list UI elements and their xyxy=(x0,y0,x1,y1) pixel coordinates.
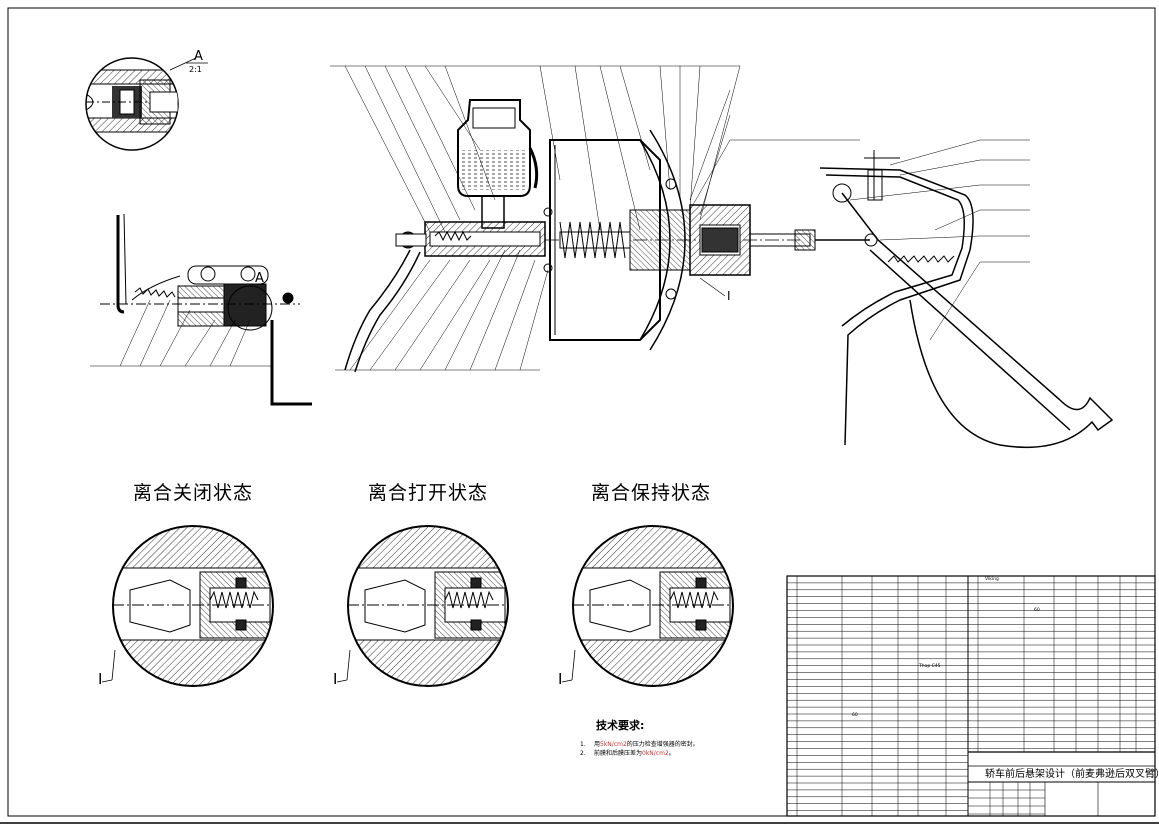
title-block-cell-c45: Thap C45 xyxy=(918,663,941,669)
svg-text:I: I xyxy=(333,670,337,688)
svg-text:I: I xyxy=(98,670,102,688)
state-title-open: 离合打开状态 xyxy=(368,482,489,504)
state-title-hold: 离合保持状态 xyxy=(591,482,712,504)
tech-requirement-1-num: 1. xyxy=(580,741,586,748)
title-block-cell-60a: 60 xyxy=(852,712,858,718)
tech-requirements-heading: 技术要求: xyxy=(596,719,645,732)
state-view-open: I xyxy=(333,525,509,688)
title-block-cell-60b: 60 xyxy=(1034,607,1040,613)
svg-text:I: I xyxy=(727,289,731,303)
detail-view-a: A 2:1 xyxy=(85,49,208,151)
tech-requirement-2: 2.前膜和后膜压差为0kN/cm2。 xyxy=(580,750,675,757)
main-assembly-view: I xyxy=(330,65,878,373)
tech-requirement-2-num: 2. xyxy=(580,750,586,757)
svg-text:I: I xyxy=(558,670,562,688)
detail-a-scale: 2:1 xyxy=(189,65,202,74)
svg-text:A: A xyxy=(255,271,264,286)
sheet-border xyxy=(7,7,1156,817)
title-block-cell-viking: Viking xyxy=(985,576,999,582)
detail-a-label: A xyxy=(194,49,203,64)
pedal-view xyxy=(819,139,1114,449)
left-assembly-view: A xyxy=(90,213,312,406)
state-view-hold: I xyxy=(558,525,734,688)
state-title-closed: 离合关闭状态 xyxy=(133,482,254,504)
title-block: 轿车前后悬架设计（前麦弗逊后双叉臂） Viking Thap C45 60 60 xyxy=(786,575,1159,817)
title-block-project-title: 轿车前后悬架设计（前麦弗逊后双叉臂） xyxy=(985,767,1159,780)
state-view-closed: I xyxy=(98,525,274,688)
tech-requirement-1: 1.用5kN/cm2的压力检查增强器的密封。 xyxy=(580,741,699,748)
